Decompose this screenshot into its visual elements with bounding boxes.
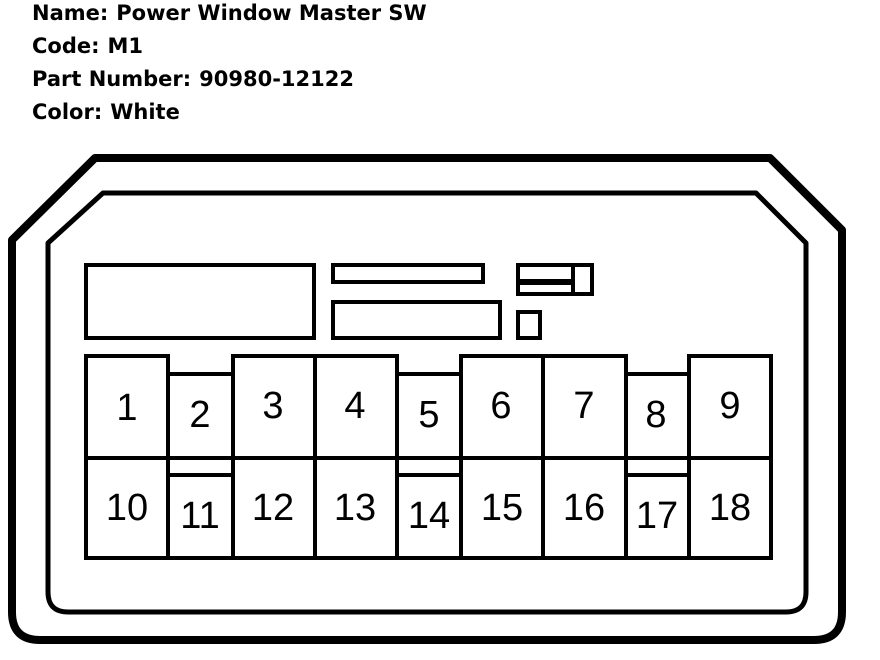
color-line: Color: White <box>32 100 180 124</box>
pin-label-8: 8 <box>645 394 666 436</box>
small-key-slot <box>516 310 542 340</box>
pin-label-7: 7 <box>573 385 594 427</box>
connector-outer-shell <box>8 154 846 644</box>
pin-label-3: 3 <box>262 385 283 427</box>
code-value: M1 <box>107 34 144 58</box>
pin-label-18: 18 <box>709 487 751 529</box>
pin-label-16: 16 <box>563 487 605 529</box>
part-number-label: Part Number: <box>32 67 192 91</box>
name-label: Name: <box>32 1 109 25</box>
pin-label-15: 15 <box>481 487 523 529</box>
pin-cavity-8 <box>624 372 691 460</box>
middle-slot <box>331 300 502 340</box>
pin-label-12: 12 <box>252 487 294 529</box>
pin-label-6: 6 <box>490 385 511 427</box>
upper-slot <box>331 263 485 284</box>
pin-cavities <box>84 354 773 560</box>
name-value: Power Window Master SW <box>116 1 427 25</box>
pin-label-2: 2 <box>189 394 210 436</box>
pin-cavity-11 <box>166 473 235 560</box>
pin-cavity-14 <box>395 473 463 560</box>
pin-label-17: 17 <box>636 495 678 537</box>
pin-label-11: 11 <box>180 495 219 537</box>
connector-inner-shell <box>45 190 809 615</box>
large-key-slot <box>84 263 316 340</box>
pin-label-10: 10 <box>106 487 148 529</box>
part-number-value: 90980-12122 <box>199 67 354 91</box>
color-label: Color: <box>32 100 103 124</box>
code-line: Code: M1 <box>32 34 143 58</box>
pin-cavity-2 <box>166 372 235 460</box>
pin-label-5: 5 <box>418 394 439 436</box>
pin-label-1: 1 <box>116 387 137 429</box>
pin-label-4: 4 <box>344 385 365 427</box>
color-value: White <box>110 100 180 124</box>
pin-cavity-17 <box>624 473 691 560</box>
pin-label-13: 13 <box>334 487 376 529</box>
pin-label-9: 9 <box>719 385 740 427</box>
code-label: Code: <box>32 34 100 58</box>
pin-label-14: 14 <box>408 495 450 537</box>
part-number-line: Part Number: 90980-12122 <box>32 67 354 91</box>
pin-cavity-5 <box>395 372 463 460</box>
right-key-slot <box>516 263 594 296</box>
name-line: Name: Power Window Master SW <box>32 1 427 25</box>
